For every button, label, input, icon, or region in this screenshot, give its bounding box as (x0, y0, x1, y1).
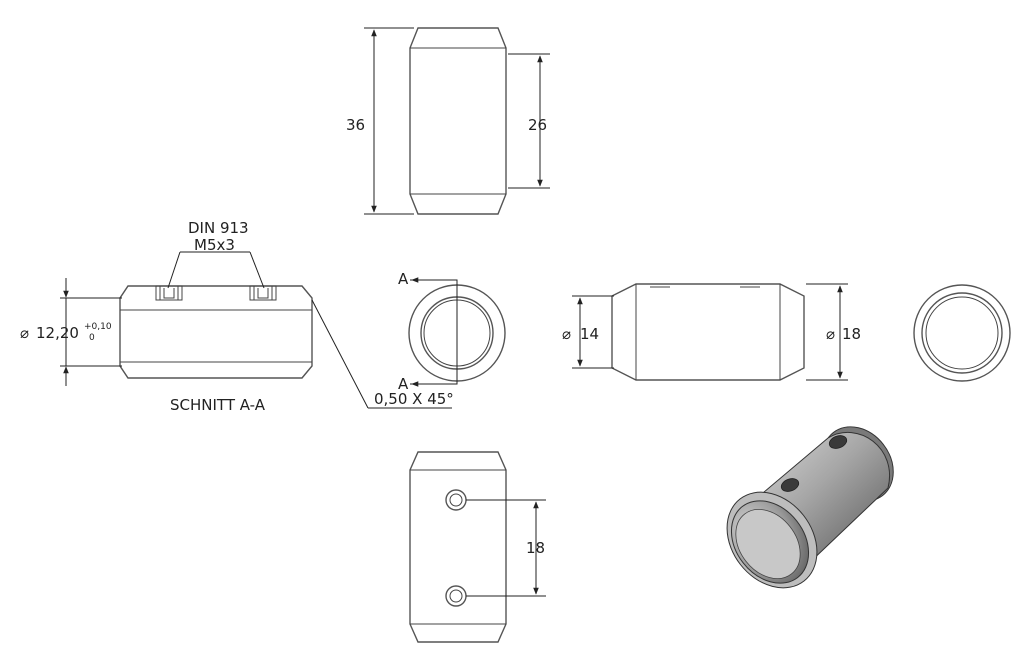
diameter-value: 12,20 (36, 324, 79, 342)
section-label-top: A (398, 270, 409, 288)
side-diameter-symbol-right: ⌀ (826, 325, 835, 343)
section-view: DIN 913 M5x3 ⌀ 12,20 +0,10 0 0,50 X 45° … (20, 219, 454, 414)
dim-hole-spacing-label: 18 (526, 539, 545, 557)
dim-36-label: 36 (346, 116, 365, 134)
diameter-symbol: ⌀ (20, 324, 29, 342)
iso-screw-hole-2 (780, 478, 800, 492)
right-end-view (913, 284, 1011, 382)
section-caption: SCHNITT A-A (170, 396, 266, 414)
dim-26-label: 26 (528, 116, 547, 134)
chamfer-note: 0,50 X 45° (374, 390, 454, 408)
bottom-view: 18 (409, 451, 546, 643)
section-label-bottom: A (398, 375, 409, 393)
din-913-label: DIN 913 (188, 219, 249, 237)
end-view: A A (398, 270, 506, 393)
isometric-view (726, 426, 894, 589)
screw-hole-lower (445, 585, 467, 607)
dim-14-label: 14 (580, 325, 599, 343)
tolerance-lower: 0 (89, 333, 95, 343)
screw-hole-upper (445, 489, 467, 511)
dim-18-label: 18 (842, 325, 861, 343)
top-view: 36 26 (346, 27, 550, 215)
tolerance-upper: +0,10 (84, 322, 112, 332)
iso-screw-hole-1 (828, 435, 848, 449)
side-diameter-symbol-left: ⌀ (562, 325, 571, 343)
side-view: ⌀ 14 ⌀ 18 (562, 283, 861, 381)
m5x3-label: M5x3 (194, 236, 235, 254)
